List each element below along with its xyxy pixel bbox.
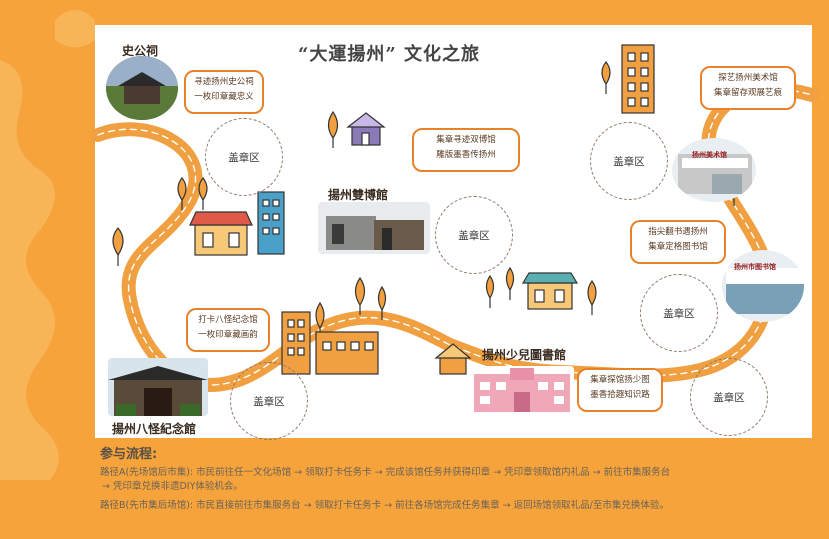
tower-building-icon	[621, 44, 655, 114]
office-building-icon	[281, 311, 379, 375]
bubble-baguai: 打卡八怪纪念馆 一枚印章藏画韵	[186, 308, 270, 352]
house-icon	[434, 343, 472, 375]
shop-building-icon	[189, 211, 253, 256]
process-heading: 参与流程:	[100, 447, 158, 462]
bubble-line: 指尖翻书遇扬州	[648, 227, 708, 237]
wavy-edge	[0, 60, 59, 480]
photo-library	[722, 250, 804, 322]
stamp-area-library: 盖章区	[640, 274, 718, 352]
sign-meishu: 扬州美术馆	[692, 150, 727, 159]
venue-label-shaoer: 揚州少兒圖書館	[482, 348, 567, 362]
bubble-line: 打卡八怪纪念馆	[198, 315, 258, 325]
venue-label-baguai: 揚州八怪紀念館	[112, 422, 197, 436]
bubble-line: 寻迹扬州史公祠	[194, 77, 254, 87]
bubble-shaoer: 集章探馆扬少图 墨香拾趣知识路	[577, 368, 663, 412]
photo-shuangbo	[318, 202, 430, 254]
bubble-line: 墨香拾趣知识路	[590, 390, 650, 400]
sign-library: 扬州市图书馆	[734, 262, 776, 271]
bubble-line: 一枚印章藏忠义	[194, 92, 254, 102]
venue-label-shigongci: 史公祠	[122, 44, 159, 58]
stamp-area-shuangbo: 盖章区	[435, 196, 513, 274]
map-title: “大運揚州” 文化之旅	[298, 44, 480, 65]
stamp-area-shaoer: 盖章区	[690, 358, 768, 436]
route-a-text: 路径A(先场馆后市集): 市民前往任一文化场馆 → 领取打卡任务卡 → 完成该馆…	[100, 467, 671, 478]
bubble-line: 集章寻迹双博馆	[436, 135, 496, 145]
photo-shaoer	[470, 366, 574, 412]
bubble-line: 一枚印章藏画韵	[198, 330, 258, 340]
photo-shigongci	[106, 56, 178, 120]
bubble-shigongci: 寻迹扬州史公祠 一枚印章藏忠义	[184, 70, 264, 114]
photo-baguai	[108, 358, 208, 416]
bubble-line: 集章留存观展艺痕	[713, 88, 782, 98]
tower-building-icon	[257, 191, 285, 255]
route-a-continued-text: → 凭印章兑换非遗DIY体验机会。	[102, 481, 243, 492]
bubble-library: 指尖翻书遇扬州 集章定格图书馆	[630, 220, 726, 264]
bubble-line: 探艺扬州美术馆	[718, 73, 778, 83]
tree-icon	[112, 61, 739, 338]
bubble-meishu: 探艺扬州美术馆 集章留存观展艺痕	[700, 66, 796, 110]
bubble-line: 集章定格图书馆	[648, 242, 708, 252]
route-road	[91, 82, 819, 393]
photo-meishu	[672, 138, 756, 202]
venue-label-shuangbo: 揚州雙博館	[328, 188, 389, 202]
bubble-line: 集章探馆扬少图	[590, 375, 650, 385]
participation-process: 参与流程: 路径A(先场馆后市集): 市民前往任一文化场馆 → 领取打卡任务卡 …	[100, 448, 815, 513]
house-icon	[346, 112, 386, 146]
bubble-shuangbo: 集章寻迹双博馆 雕版墨香传扬州	[412, 128, 520, 172]
stamp-area-baguai: 盖章区	[230, 362, 308, 440]
stamp-area-meishu: 盖章区	[590, 122, 668, 200]
bubble-line: 雕版墨香传扬州	[436, 150, 496, 160]
stamp-area-shigongci: 盖章区	[205, 118, 283, 196]
route-b-text: 路径B(先市集后场馆): 市民直接前往市集服务台 → 领取打卡任务卡 → 前往各…	[100, 500, 669, 511]
shop-building-icon	[521, 272, 579, 310]
